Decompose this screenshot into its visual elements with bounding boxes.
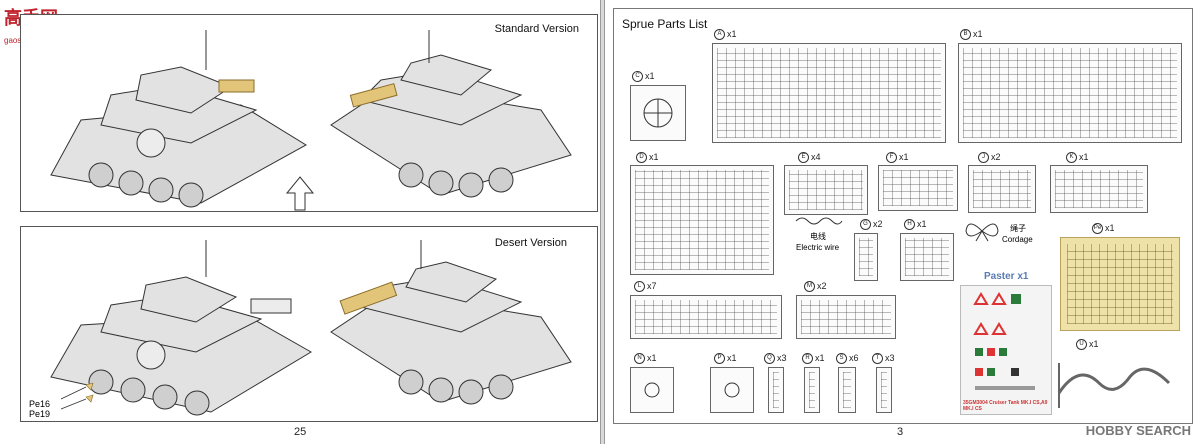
instruction-page-left: 高手网 gaoshou.com Standard Version (0, 0, 601, 444)
round-part-icon (643, 98, 673, 128)
sprue-m (796, 295, 896, 339)
cordage-label-cn: 绳子 (1010, 224, 1026, 233)
tank-illustration-rear (330, 30, 572, 198)
cordage-label-en: Cordage (1002, 235, 1033, 244)
sprue-s (838, 367, 856, 413)
sprue-n (630, 367, 674, 413)
sprue-b (958, 43, 1182, 143)
panel-title: Standard Version (494, 23, 579, 35)
sprue-l (630, 295, 782, 339)
electric-wire-illustration (795, 217, 843, 225)
tank-illustration-front (50, 30, 307, 208)
callout-leader-lines (60, 382, 94, 410)
tank-illustration-front (50, 240, 312, 416)
sprue-h (900, 233, 954, 281)
electric-wire-label-en: Electric wire (796, 243, 840, 252)
watermark: HOBBY SEARCH (1085, 423, 1191, 438)
electric-wire-label-cn: 电线 (810, 232, 826, 241)
sprue-d (630, 165, 774, 275)
callout-pe19: Pe19 (29, 409, 51, 419)
panel-desert: Desert Version (20, 226, 598, 422)
paster-label: Paster x1 (984, 271, 1029, 282)
page-number: 25 (294, 426, 307, 438)
cordage-illustration (965, 223, 999, 242)
decal-sheet: 35GM3004 Cruiser Tank MK.I CS,A9 MK.I CS (960, 285, 1052, 415)
sprue-j (968, 165, 1036, 213)
sprue-k (1050, 165, 1148, 213)
sprue-g (854, 233, 878, 281)
sprue-c (630, 85, 686, 141)
decal-markings (973, 292, 1035, 390)
page-title: Sprue Parts List (622, 17, 708, 31)
callout-pe16: Pe16 (29, 399, 51, 409)
sprue-p (710, 367, 754, 413)
sprue-e (784, 165, 868, 215)
panel-standard: Standard Version (20, 14, 598, 212)
sprue-q (768, 367, 784, 413)
sprue-f (878, 165, 958, 211)
sprue-r (804, 367, 820, 413)
decal-caption: 35GM3004 Cruiser Tank MK.I CS,A9 MK.I CS (963, 400, 1048, 412)
panel-title: Desert Version (494, 237, 567, 249)
sprue-a (712, 43, 946, 143)
round-part-icon (724, 382, 740, 398)
round-part-icon (644, 382, 660, 398)
page-number: 3 (897, 426, 904, 438)
photo-etch-sheet (1060, 237, 1180, 331)
sprue-t (876, 367, 892, 413)
sprue-u (1057, 363, 1171, 408)
tank-illustration-rear (330, 240, 572, 405)
